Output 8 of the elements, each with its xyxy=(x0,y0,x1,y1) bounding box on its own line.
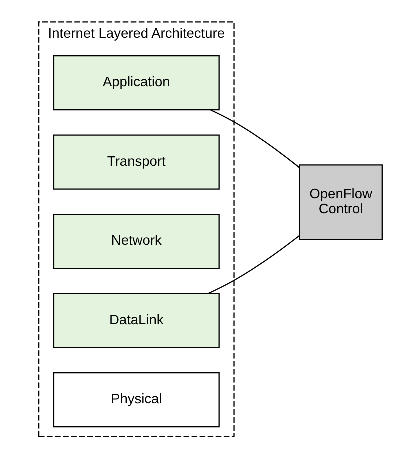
connector xyxy=(208,236,300,294)
node-box: Network xyxy=(53,214,220,270)
node-box: Transport xyxy=(53,134,220,190)
node-box: OpenFlow Control xyxy=(299,164,383,240)
node-box: Application xyxy=(53,56,220,111)
node-box: Physical xyxy=(53,372,220,428)
node-box: DataLink xyxy=(53,293,220,348)
connector xyxy=(210,110,300,168)
